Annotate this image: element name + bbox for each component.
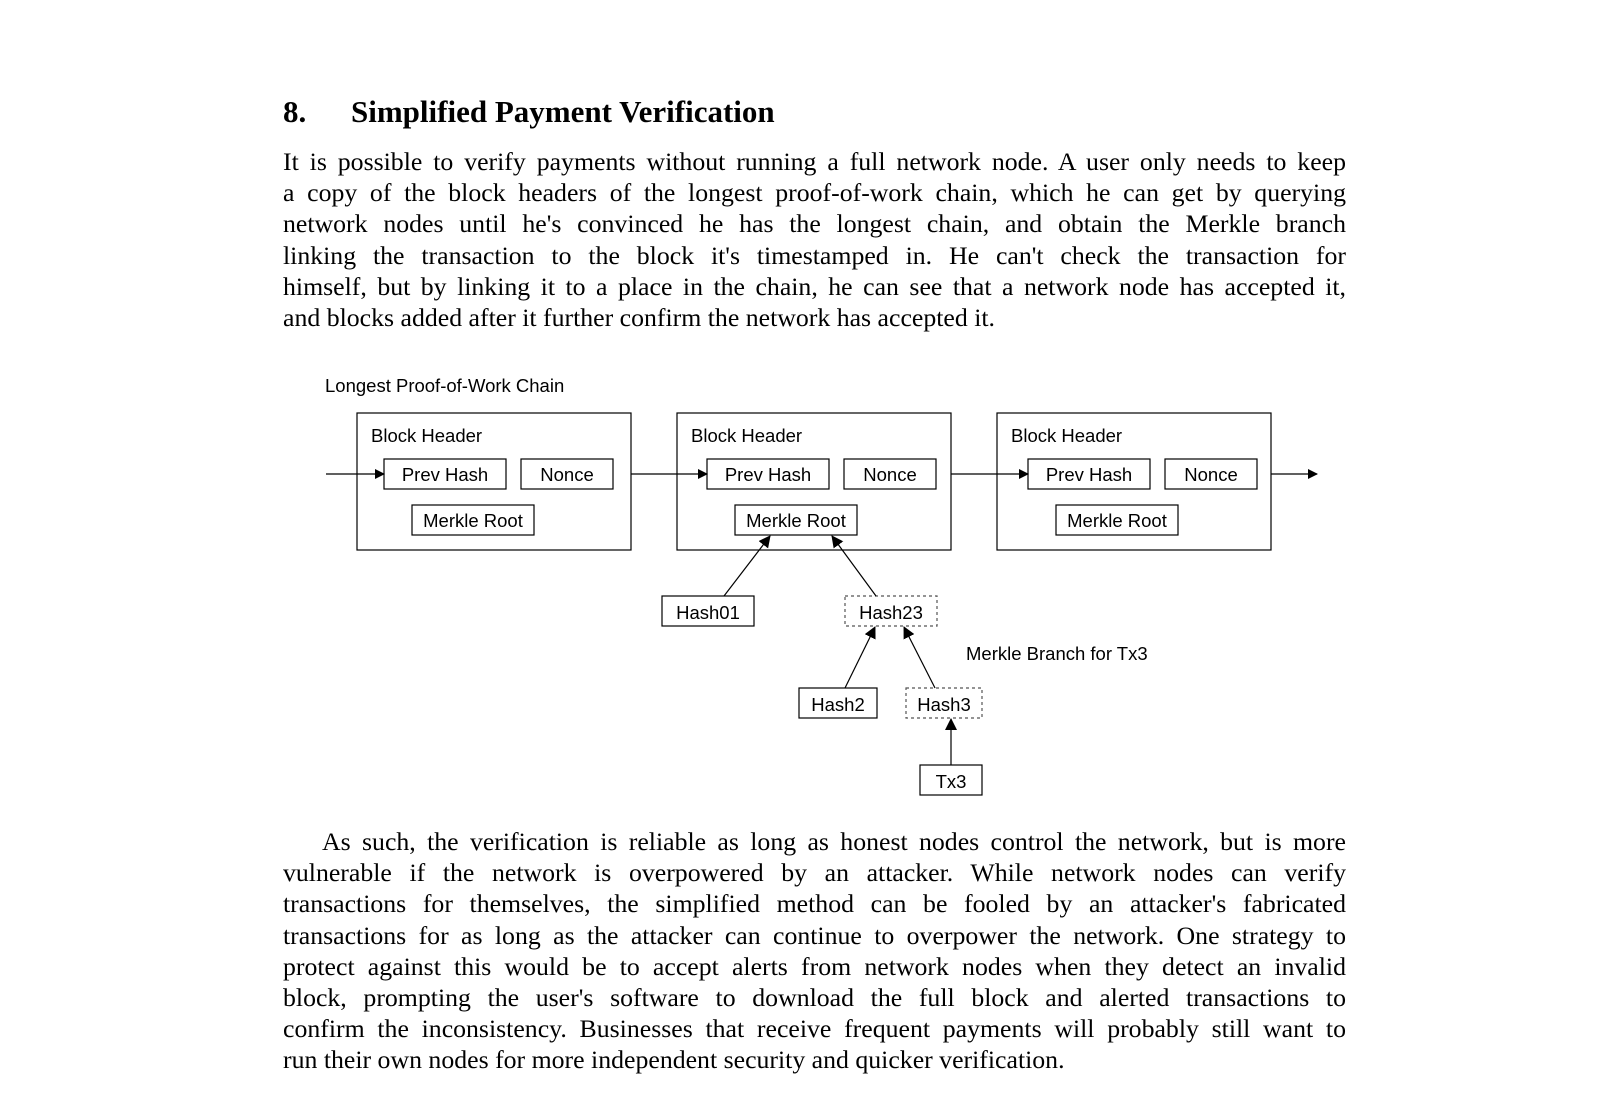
nonce-label: Nonce — [863, 464, 916, 485]
hash2-label: Hash2 — [811, 694, 864, 715]
chain-label: Longest Proof-of-Work Chain — [325, 375, 564, 396]
prev-hash-label: Prev Hash — [725, 464, 811, 485]
hash3-box — [905, 687, 983, 719]
section-heading: 8. Simplified Payment Verification — [283, 92, 775, 132]
paragraph-line: It is possible to verify payments withou… — [283, 147, 1346, 176]
paragraph-line: block, prompting the user's software to … — [283, 983, 1346, 1013]
hash01-label: Hash01 — [676, 602, 740, 623]
block-header-3: Block Header Prev Hash Nonce Merkle Root — [996, 412, 1272, 551]
hash3-label: Hash3 — [917, 694, 970, 715]
arrow-hash3-to-hash23 — [903, 626, 936, 689]
block-header-2: Block Header Prev Hash Nonce Merkle Root — [676, 412, 952, 551]
prev-hash-label: Prev Hash — [1046, 464, 1132, 485]
merkle-root-label: Merkle Root — [423, 510, 523, 531]
paragraph-conclusion: As such, the verification is reliable as… — [283, 826, 1346, 1076]
paragraph-line: As such, the verification is reliable as… — [322, 827, 1346, 856]
block-header-label: Block Header — [1011, 425, 1122, 446]
paragraph-line: vulnerable if the network is overpowered… — [283, 858, 1346, 888]
section-title: Simplified Payment Verification — [351, 94, 775, 129]
prev-hash-label: Prev Hash — [402, 464, 488, 485]
paragraph-line: a copy of the block headers of the longe… — [283, 178, 1346, 208]
hash23-label: Hash23 — [859, 602, 923, 623]
paragraph-line: and blocks added after it further confir… — [283, 303, 995, 333]
merkle-root-box — [734, 504, 858, 536]
paragraph-line: linking the transaction to the block it'… — [283, 240, 1346, 270]
hash2-box — [798, 687, 878, 719]
paragraph-line: himself, but by linking it to a place in… — [283, 271, 1346, 301]
paragraph-line: run their own nodes for more independent… — [283, 1045, 1065, 1075]
merkle-branch-label: Merkle Branch for Tx3 — [966, 643, 1148, 664]
merkle-root-label: Merkle Root — [1067, 510, 1167, 531]
merkle-root-label: Merkle Root — [746, 510, 846, 531]
block-header-1: Block Header Prev Hash Nonce Merkle Root — [356, 412, 632, 551]
merkle-root-box — [1055, 504, 1179, 536]
tx3-label: Tx3 — [936, 771, 967, 792]
block-frame — [356, 412, 632, 551]
hash01-box — [661, 595, 755, 627]
block-frame — [676, 412, 952, 551]
nonce-box — [843, 458, 937, 490]
merkle-root-box — [411, 504, 535, 536]
paragraph-line: confirm the inconsistency. Businesses th… — [283, 1014, 1346, 1044]
paragraph-line: protect against this would be to accept … — [283, 951, 1346, 981]
paragraph-line: transactions for as long as the attacker… — [283, 920, 1346, 950]
arrow-hash01-to-root — [723, 535, 771, 597]
arrow-hash23-to-root — [831, 535, 877, 597]
paragraph-line: network nodes until he's convinced he ha… — [283, 209, 1346, 239]
block-frame — [996, 412, 1272, 551]
block-header-label: Block Header — [691, 425, 802, 446]
nonce-box — [520, 458, 614, 490]
section-number: 8. — [283, 94, 307, 129]
nonce-box — [1164, 458, 1258, 490]
nonce-label: Nonce — [540, 464, 593, 485]
nonce-label: Nonce — [1184, 464, 1237, 485]
paragraph-line: transactions for themselves, the simplif… — [283, 889, 1346, 919]
arrow-hash2-to-hash23 — [844, 626, 876, 689]
paragraph-intro: It is possible to verify payments withou… — [283, 146, 1346, 333]
block-header-label: Block Header — [371, 425, 482, 446]
hash23-box — [844, 595, 938, 627]
